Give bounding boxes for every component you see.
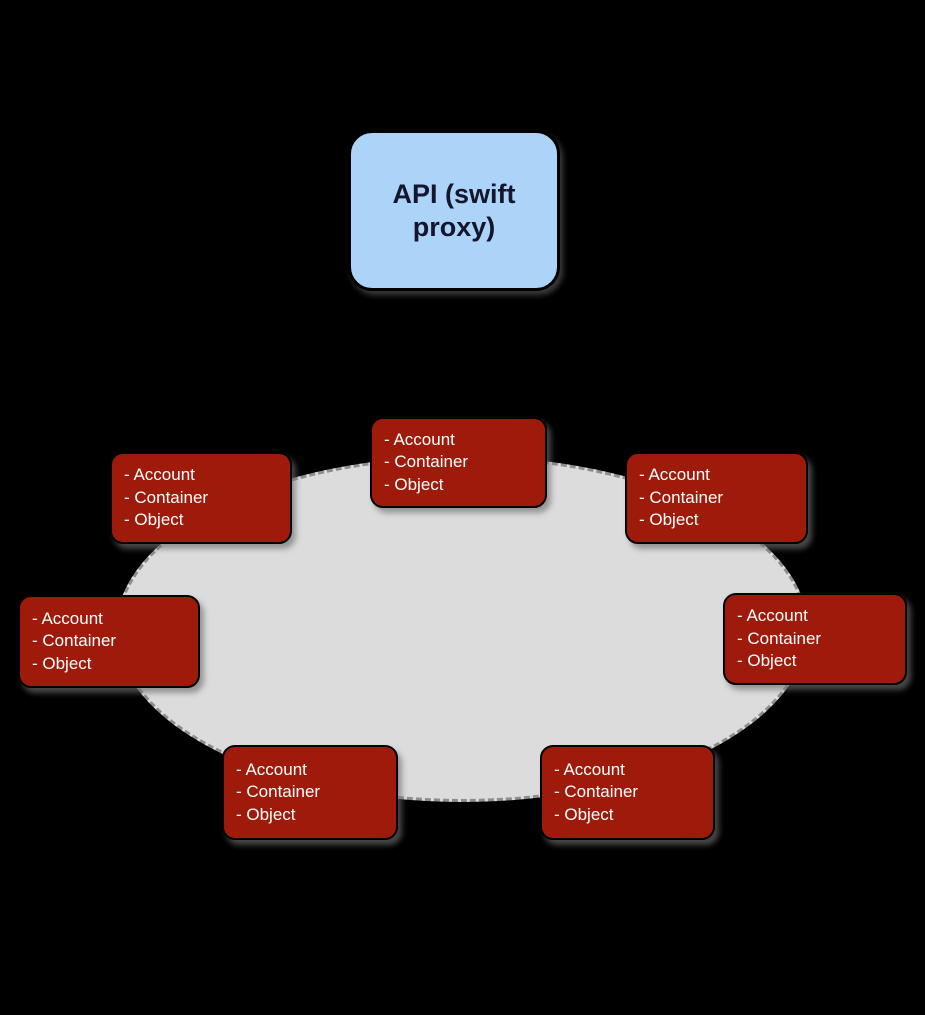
node-line-account: - Account	[32, 608, 103, 628]
node-line-container: - Container	[639, 487, 724, 507]
node-line-object: - Object	[32, 653, 92, 673]
ring-node-upper-right: - Account - Container - Object	[625, 452, 808, 544]
ring-node-top: - Account - Container - Object	[370, 417, 547, 508]
node-line-account: - Account	[554, 759, 625, 779]
ring-node-right: - Account - Container - Object	[723, 593, 907, 685]
node-line-container: - Container	[384, 452, 469, 472]
node-line-object: - Object	[124, 510, 184, 530]
node-line-container: - Container	[554, 782, 639, 802]
ring-node-upper-left: - Account - Container - Object	[110, 452, 292, 544]
node-line-container: - Container	[32, 631, 117, 651]
node-line-object: - Object	[554, 804, 614, 824]
node-line-account: - Account	[236, 759, 307, 779]
node-line-object: - Object	[384, 474, 444, 494]
node-line-account: - Account	[737, 606, 808, 626]
api-proxy-label: API (swift proxy)	[392, 178, 516, 242]
node-line-container: - Container	[124, 487, 209, 507]
ring-node-bottom-right: - Account - Container - Object	[540, 745, 715, 840]
node-line-object: - Object	[639, 510, 699, 530]
node-line-account: - Account	[384, 429, 455, 449]
node-line-object: - Object	[737, 651, 797, 671]
ring-node-bottom-left: - Account - Container - Object	[222, 745, 398, 840]
api-proxy-box: API (swift proxy)	[348, 130, 560, 291]
node-line-object: - Object	[236, 804, 296, 824]
ring-node-left: - Account - Container - Object	[18, 595, 200, 688]
node-line-container: - Container	[236, 782, 321, 802]
node-line-account: - Account	[124, 465, 195, 485]
node-line-account: - Account	[639, 465, 710, 485]
node-line-container: - Container	[737, 628, 822, 648]
